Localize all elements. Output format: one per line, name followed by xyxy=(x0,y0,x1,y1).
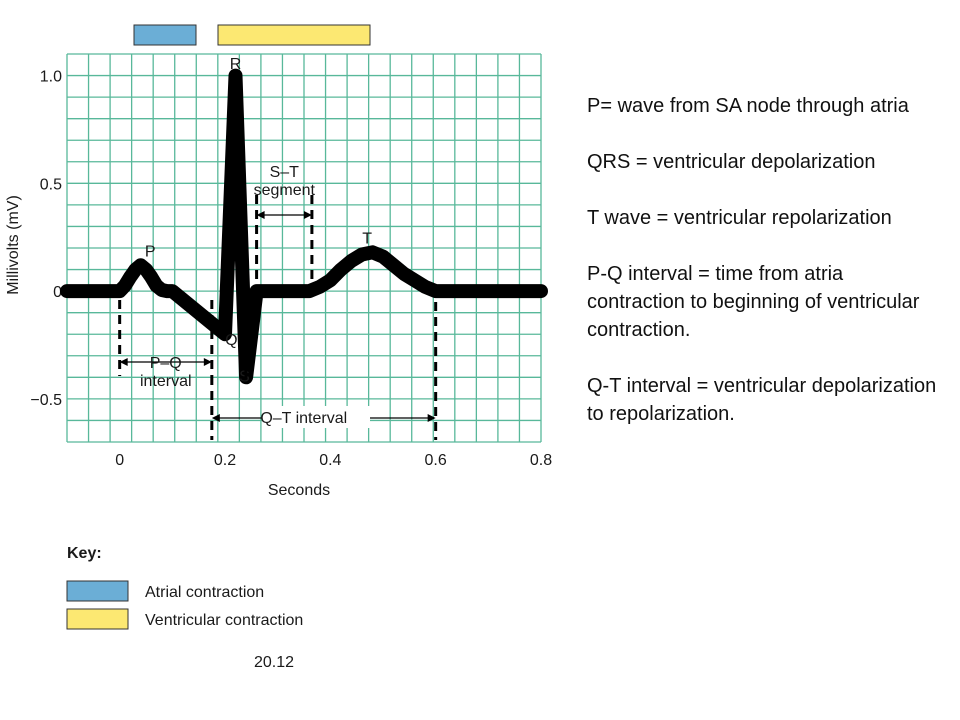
y-axis-label: Millivolts (mV) xyxy=(5,195,22,295)
st-segment-arrow-arrow-left xyxy=(256,211,265,219)
key-label-atrial: Atrial contraction xyxy=(145,584,264,601)
pq-interval-arrow-arrow-left xyxy=(119,358,128,366)
x-tick-labels: 0 0.2 0.4 0.6 0.8 xyxy=(115,452,552,469)
wave-label-p: P xyxy=(145,244,156,261)
key-swatch-atrial xyxy=(66,580,129,602)
note-t-wave: T wave = ventricular repolarization xyxy=(587,207,892,229)
x-tick-label: 0.4 xyxy=(319,452,341,469)
qt-interval-label-bg xyxy=(262,406,370,428)
qrs-spike xyxy=(223,75,248,378)
x-tick-label: 0.6 xyxy=(425,452,447,469)
y-tick-labels: 1.0 0.5 0 −0.5 xyxy=(30,69,62,409)
wave-labels: P R Q S T xyxy=(145,56,372,386)
figure-number: 20.12 xyxy=(254,654,294,671)
y-tick-label: 1.0 xyxy=(40,69,62,86)
qt-interval-label: Q–T interval xyxy=(260,410,347,427)
chart-grid xyxy=(66,53,542,443)
wave-label-q: Q xyxy=(225,332,237,349)
pq-interval-arrow-arrow-right xyxy=(203,358,212,366)
pq-interval-label: interval xyxy=(140,373,192,390)
note-p-wave: P= wave from SA node through atria xyxy=(587,95,909,117)
wave-label-s: S xyxy=(239,369,250,386)
key-label-ventricular: Ventricular contraction xyxy=(145,612,303,629)
x-tick-label: 0.2 xyxy=(214,452,236,469)
atrial-contraction-bar xyxy=(133,24,197,46)
ecg-trace-line xyxy=(60,68,548,385)
qt-interval-arrow-arrow-right xyxy=(427,414,436,422)
x-axis-label: Seconds xyxy=(268,482,330,499)
wave-label-t: T xyxy=(362,231,372,248)
qt-interval-arrow-arrow-left xyxy=(211,414,220,422)
pq-interval-label: P–Q xyxy=(150,355,182,372)
st-segment-label: S–T xyxy=(270,164,300,181)
y-tick-label: −0.5 xyxy=(30,392,62,409)
key-title: Key: xyxy=(67,545,102,562)
y-tick-label: 0 xyxy=(53,284,62,301)
st-segment-label: segment xyxy=(254,182,316,199)
key-swatch-ventricular xyxy=(66,608,129,630)
ventricular-contraction-bar xyxy=(217,24,371,46)
note-qrs: QRS = ventricular depolarization xyxy=(587,151,876,173)
y-tick-label: 0.5 xyxy=(40,176,62,193)
x-tick-label: 0 xyxy=(115,452,124,469)
note-qt-interval: Q-T interval = ventricular depolarizatio… xyxy=(587,375,937,425)
st-segment-arrow-arrow-right xyxy=(303,211,312,219)
explanation-notes: P= wave from SA node through atria QRS =… xyxy=(587,92,937,428)
wave-label-r: R xyxy=(230,56,242,73)
x-tick-label: 0.8 xyxy=(530,452,552,469)
note-pq-interval: P-Q interval = time from atria contracti… xyxy=(587,263,920,341)
